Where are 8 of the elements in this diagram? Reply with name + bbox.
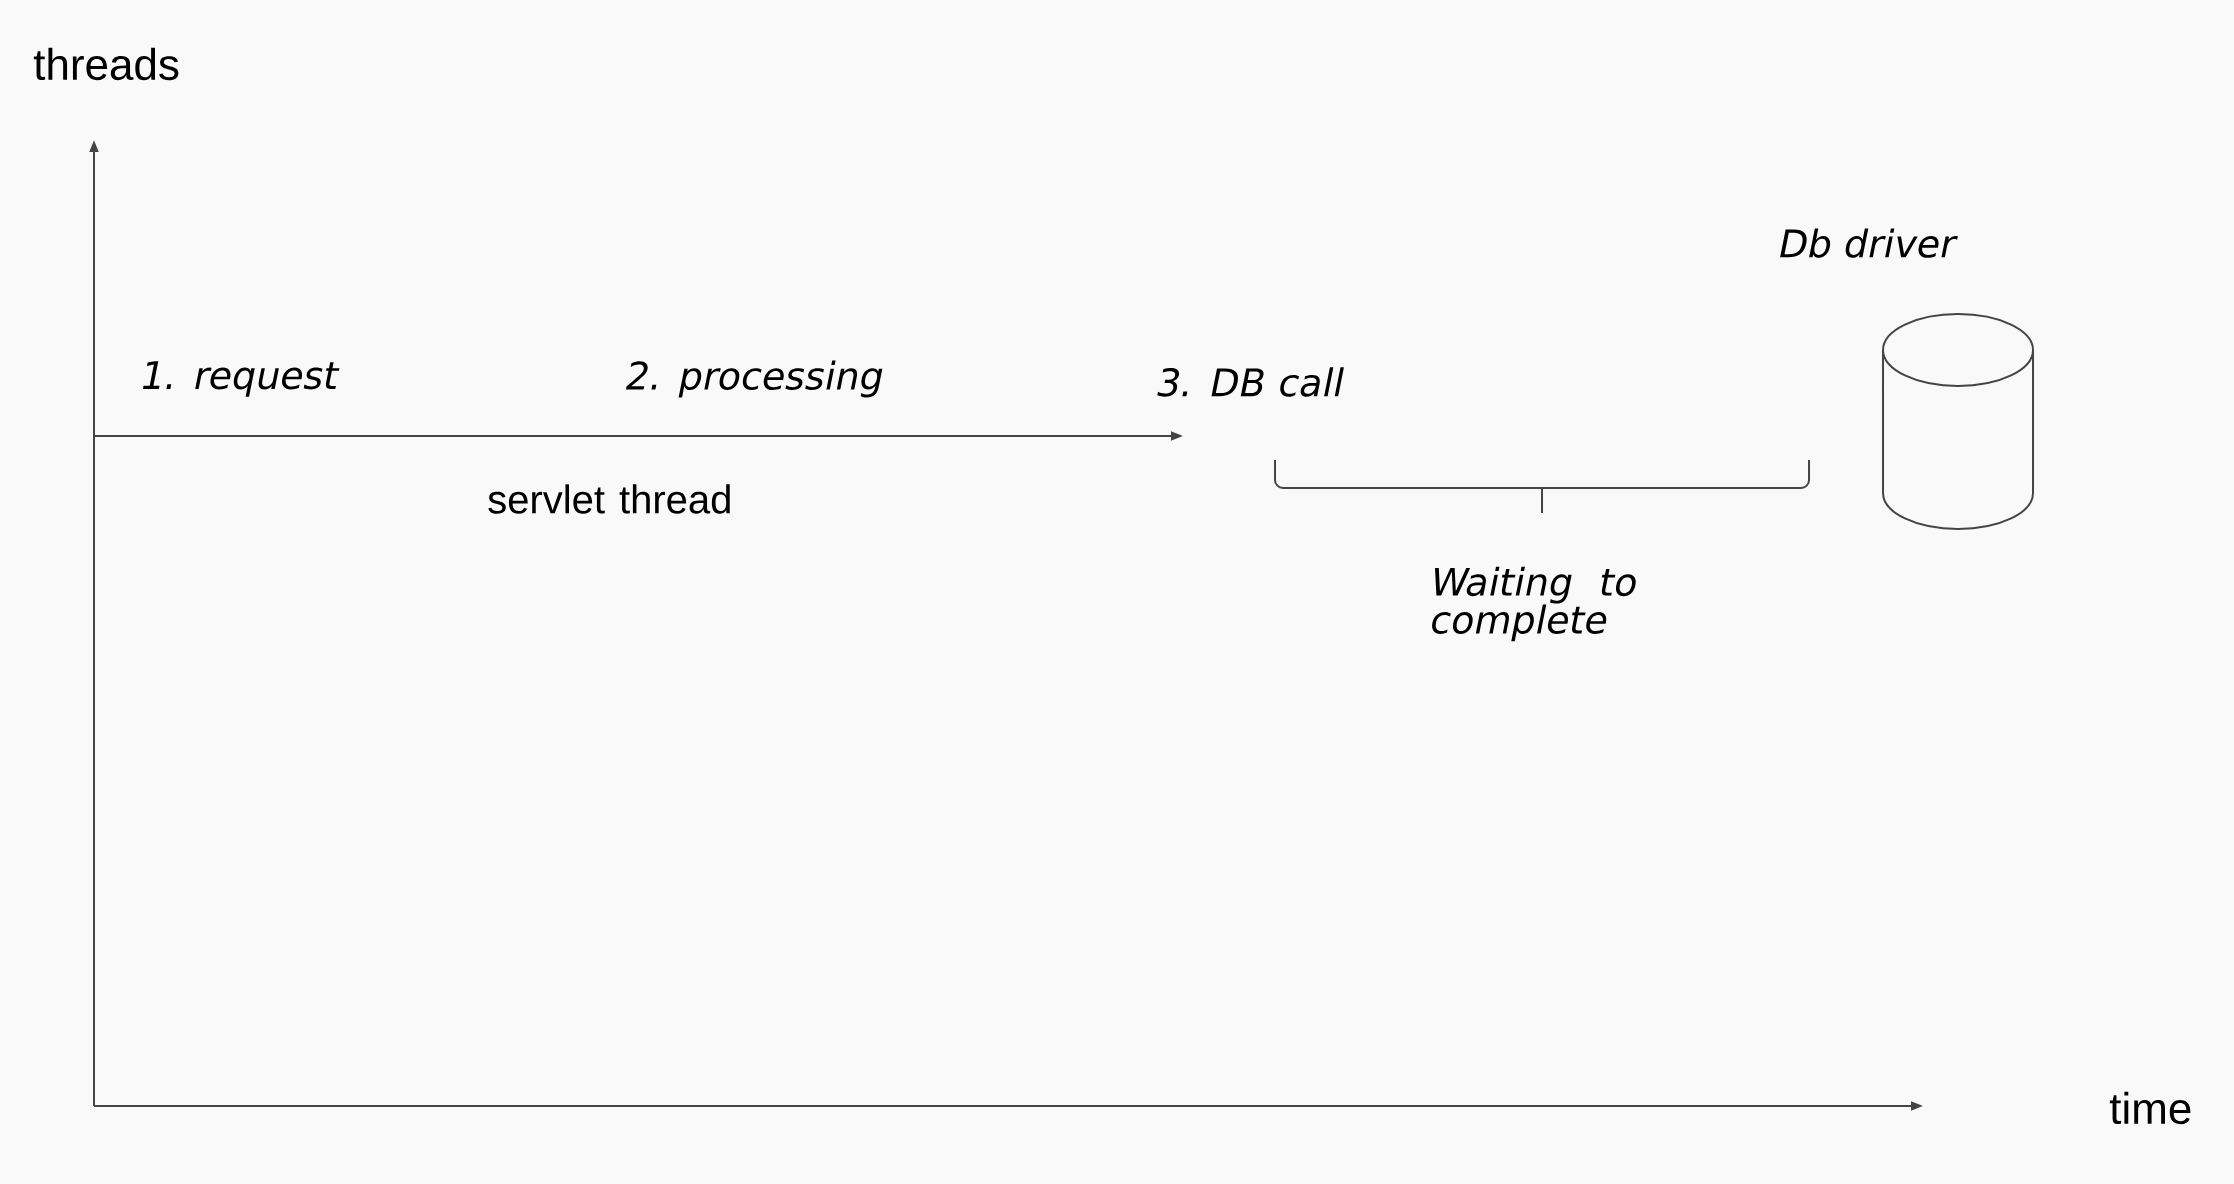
step-label: 2. processing: [626, 360, 883, 398]
axis-label: threads: [33, 47, 179, 81]
database-cylinder: Db driver: [1780, 228, 2034, 530]
thread-label: servlet thread: [488, 484, 730, 514]
axis-label: time: [2109, 1091, 2191, 1125]
step-label: 1. request: [142, 361, 340, 397]
step-label: 3. DB call: [1157, 367, 1344, 397]
bracket-label: Waiting to complete: [1432, 566, 1636, 642]
